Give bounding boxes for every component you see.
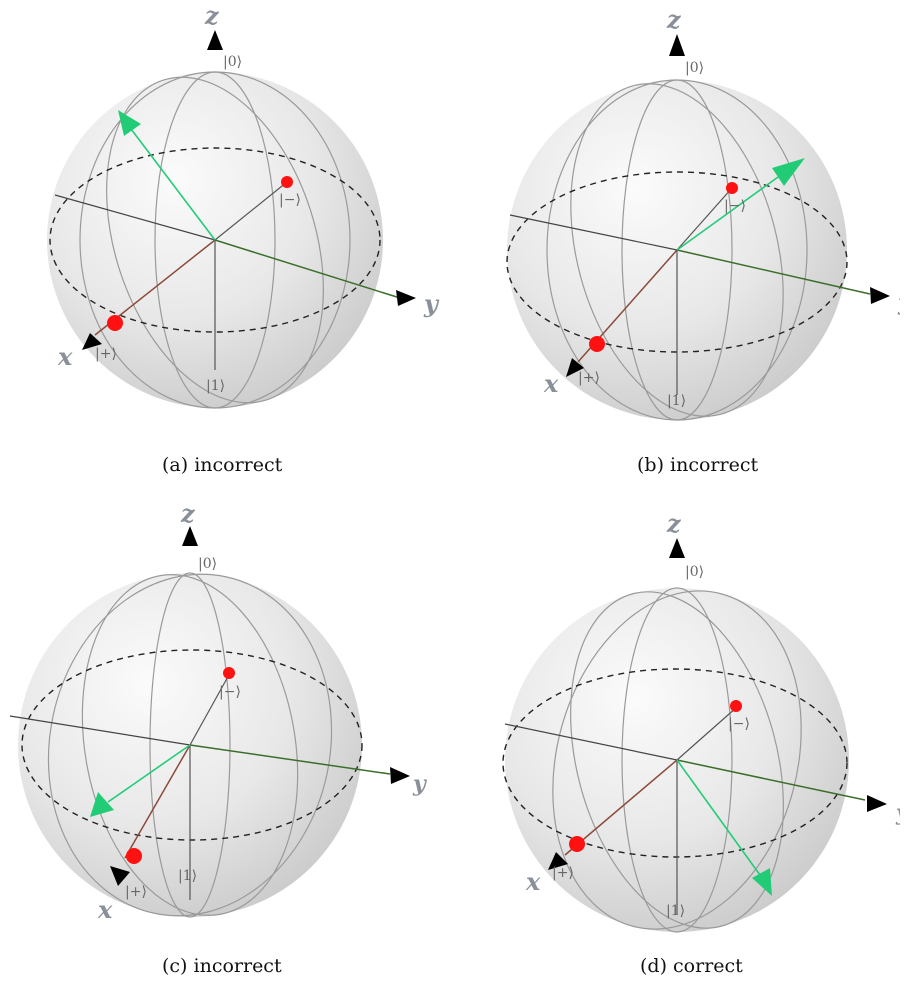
neg-y-axis-line (54, 194, 216, 241)
state-vector-arrowhead (118, 110, 141, 136)
ket-one-label: |1⟩ (666, 903, 685, 919)
bloch-sphere-c: z y x |0⟩ |1⟩ |+⟩ |−⟩ (9, 500, 428, 924)
equator-back (21, 649, 363, 841)
y-axis-label: y (423, 289, 440, 318)
state-vector (127, 124, 216, 241)
state-vector (676, 759, 761, 876)
ket-plus-label: |+⟩ (95, 346, 117, 362)
z-axis-arrow (207, 30, 223, 50)
ket-plus-label: |+⟩ (125, 884, 147, 900)
state-vector-arrowhead (90, 792, 114, 817)
caption-d: (d) correct (640, 955, 743, 977)
ket-minus-label: |−⟩ (728, 716, 750, 732)
y-axis-arrow (870, 287, 890, 304)
x-axis-line (124, 744, 191, 859)
minus-state-point (223, 667, 235, 679)
x-axis-arrow (82, 333, 102, 350)
neg-x-axis-line (676, 706, 738, 761)
z-axis-label: z (666, 509, 682, 538)
x-axis-arrow (110, 866, 130, 886)
ket-zero-label: |0⟩ (685, 564, 704, 580)
bloch-sphere-b: z y x |0⟩ |1⟩ |+⟩ |−⟩ (506, 5, 900, 421)
state-vector (676, 171, 786, 251)
y-axis-line (676, 759, 866, 801)
y-axis-arrow (390, 767, 410, 784)
state-vector-arrowhead (752, 868, 772, 896)
ket-zero-label: |0⟩ (223, 54, 242, 70)
ket-minus-label: |−⟩ (724, 198, 746, 214)
bloch-sphere-panel-d: z y x |0⟩ |1⟩ |+⟩ |−⟩ (460, 500, 900, 950)
x-axis-arrow (566, 358, 584, 377)
z-axis-arrow (669, 34, 685, 56)
bloch-sphere-a: z y x |0⟩ |1⟩ |+⟩ |−⟩ (47, 1, 440, 409)
plus-state-point (126, 848, 142, 864)
x-axis-label: x (57, 342, 73, 371)
ket-one-label: |1⟩ (667, 393, 686, 409)
ket-minus-label: |−⟩ (279, 192, 301, 208)
z-axis-label: z (204, 1, 220, 30)
bloch-sphere-d: z y x |0⟩ |1⟩ |+⟩ |−⟩ (502, 509, 900, 933)
neg-x-axis-line (189, 672, 231, 746)
z-axis-arrow (182, 526, 198, 546)
y-axis-label: y (412, 771, 428, 797)
neg-y-axis-line (504, 723, 678, 761)
y-axis-label: y (895, 800, 900, 826)
x-axis-line (564, 759, 678, 856)
y-axis-line (214, 239, 401, 299)
x-axis-arrow (548, 852, 568, 870)
minus-state-point (730, 700, 742, 712)
state-vector (107, 744, 191, 803)
y-axis-arrow (396, 290, 416, 306)
neg-x-axis-line (676, 187, 733, 251)
ket-one-label: |1⟩ (178, 868, 197, 884)
y-axis-line (189, 744, 391, 775)
y-axis-arrow (867, 795, 887, 812)
state-vector-arrowhead (772, 158, 805, 186)
ket-zero-label: |0⟩ (198, 556, 217, 572)
plus-state-point (569, 836, 585, 852)
y-axis-label: y (897, 290, 900, 316)
ket-plus-label: |+⟩ (552, 865, 574, 881)
minus-state-point (281, 176, 293, 188)
x-axis-label: x (97, 895, 113, 924)
neg-y-axis-line (509, 214, 678, 251)
bloch-sphere-panel-a: z y x |0⟩ |1⟩ |+⟩ |−⟩ (0, 0, 440, 450)
caption-a: (a) incorrect (162, 454, 283, 476)
bloch-sphere-panel-c: z y x |0⟩ |1⟩ |+⟩ |−⟩ (0, 500, 440, 950)
neg-x-axis-line (214, 181, 288, 241)
x-axis-label: x (525, 867, 541, 896)
ket-zero-label: |0⟩ (685, 60, 704, 76)
ket-plus-label: |+⟩ (578, 370, 600, 386)
y-axis-line (676, 249, 871, 295)
equator-back (506, 171, 848, 353)
plus-state-point (589, 336, 605, 352)
neg-y-axis-line (9, 715, 191, 746)
ket-minus-label: |−⟩ (219, 684, 241, 700)
plus-state-point (107, 315, 123, 331)
x-axis-label: x (543, 369, 559, 398)
meridians (552, 587, 802, 933)
minus-state-point (726, 182, 738, 194)
caption-b: (b) incorrect (637, 454, 759, 476)
z-axis-arrow (669, 538, 685, 558)
caption-c: (c) incorrect (162, 955, 282, 977)
equator-back (502, 668, 848, 858)
bloch-sphere-panel-b: z y x |0⟩ |1⟩ |+⟩ |−⟩ (460, 0, 900, 450)
ket-one-label: |1⟩ (206, 378, 225, 394)
z-axis-label: z (666, 5, 682, 34)
z-axis-label: z (180, 500, 196, 528)
